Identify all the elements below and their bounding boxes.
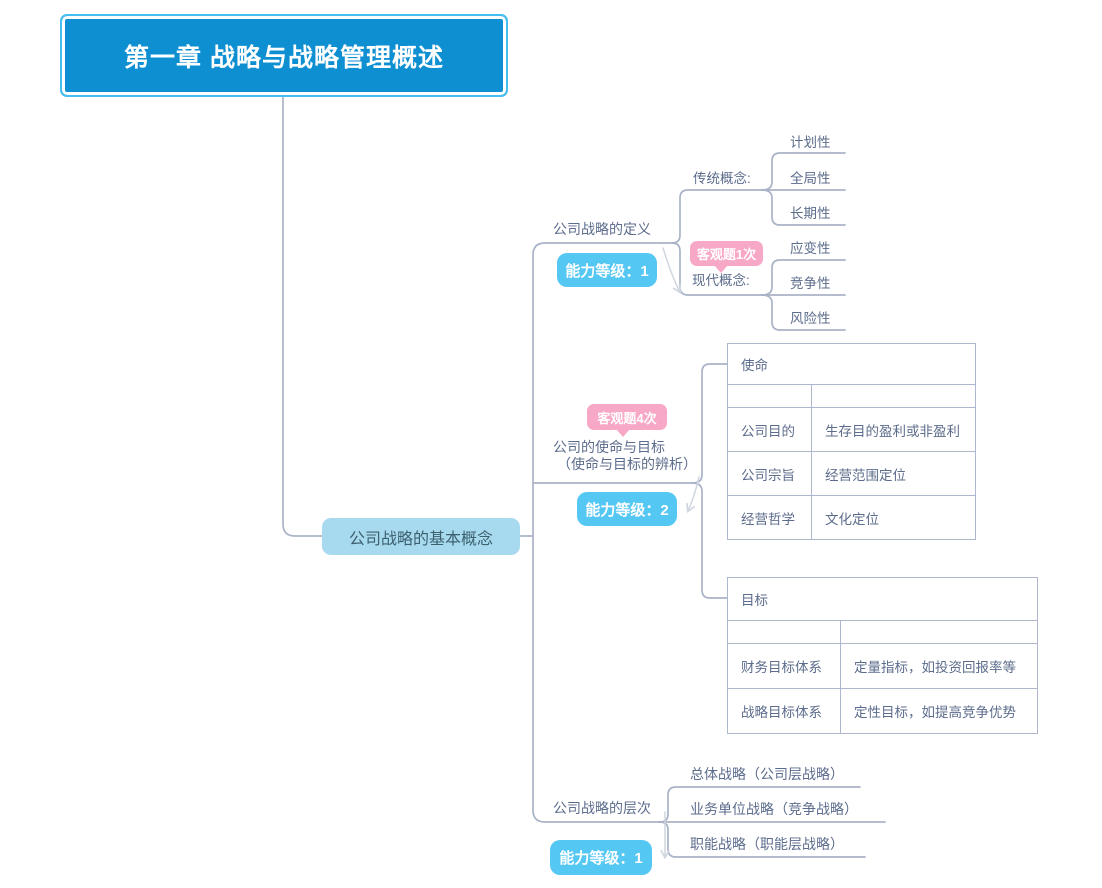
table-cell[interactable]: 文化定位: [811, 495, 976, 540]
callout-objective-1[interactable]: 客观题1次: [690, 241, 763, 266]
topic-modern-concept[interactable]: 现代概念:: [692, 273, 750, 288]
leaf-topic-corporate-strategy[interactable]: 总体战略（公司层战略）: [690, 766, 844, 782]
level-badge-definition[interactable]: 能力等级：1: [557, 253, 657, 287]
level-badge-label: 能力等级：1: [565, 262, 649, 280]
leaf-topic-longterm[interactable]: 长期性: [790, 206, 831, 221]
table-cell[interactable]: 公司宗旨: [727, 451, 812, 496]
topic-traditional-concept[interactable]: 传统概念:: [693, 171, 751, 186]
table-cell[interactable]: 定性目标，如提高竞争优势: [840, 688, 1038, 734]
branch-mission-topic-line1[interactable]: 公司的使命与目标: [553, 439, 665, 455]
leaf-topic-planning[interactable]: 计划性: [790, 135, 831, 150]
root-topic-label: 第一章 战略与战略管理概述: [124, 43, 444, 72]
leaf-topic-competitiveness[interactable]: 竞争性: [790, 276, 831, 291]
callout-label: 客观题1次: [696, 247, 757, 262]
table-cell[interactable]: 公司目的: [727, 407, 812, 452]
table-empty-cell[interactable]: [840, 620, 1038, 644]
table-cell[interactable]: 经营哲学: [727, 495, 812, 540]
table-empty-cell[interactable]: [727, 620, 841, 644]
mission-table[interactable]: 使命 公司目的 生存目的盈利或非盈利 公司宗旨 经营范围定位 经营哲学 文化定位: [727, 343, 976, 540]
leaf-topic-risk[interactable]: 风险性: [790, 311, 831, 326]
leaf-topic-adaptability[interactable]: 应变性: [790, 241, 831, 256]
goal-table[interactable]: 目标 财务目标体系 定量指标，如投资回报率等 战略目标体系 定性目标，如提高竞争…: [727, 577, 1038, 734]
callout-objective-4[interactable]: 客观题4次: [587, 404, 667, 430]
table-empty-cell[interactable]: [811, 384, 976, 408]
table-cell[interactable]: 生存目的盈利或非盈利: [811, 407, 976, 452]
leaf-topic-functional-strategy[interactable]: 职能战略（职能层战略）: [690, 836, 844, 852]
table-header-cell[interactable]: 使命: [727, 343, 976, 385]
table-cell[interactable]: 经营范围定位: [811, 451, 976, 496]
level-badge-mission[interactable]: 能力等级：2: [577, 492, 677, 526]
callout-tail: [616, 429, 630, 437]
table-cell[interactable]: 财务目标体系: [727, 643, 841, 689]
leaf-topic-global[interactable]: 全局性: [790, 171, 831, 186]
table-cell[interactable]: 定量指标，如投资回报率等: [840, 643, 1038, 689]
branch-levels-topic[interactable]: 公司战略的层次: [553, 800, 651, 816]
table-cell[interactable]: 战略目标体系: [727, 688, 841, 734]
branch-definition-topic[interactable]: 公司战略的定义: [553, 221, 651, 237]
main-topic-label: 公司战略的基本概念: [348, 530, 493, 548]
level-badge-levels[interactable]: 能力等级：1: [550, 840, 652, 875]
level-badge-label: 能力等级：2: [585, 501, 669, 519]
main-topic[interactable]: 公司战略的基本概念: [322, 518, 520, 555]
root-topic[interactable]: 第一章 战略与战略管理概述: [60, 14, 508, 97]
callout-label: 客观题4次: [597, 410, 657, 426]
table-empty-cell[interactable]: [727, 384, 812, 408]
branch-mission-topic-line2[interactable]: （使命与目标的辨析）: [557, 456, 697, 472]
leaf-topic-business-unit-strategy[interactable]: 业务单位战略（竞争战略）: [690, 801, 858, 817]
table-header-cell[interactable]: 目标: [727, 577, 1038, 621]
callout-tail: [714, 265, 728, 273]
level-badge-label: 能力等级：1: [559, 850, 643, 867]
